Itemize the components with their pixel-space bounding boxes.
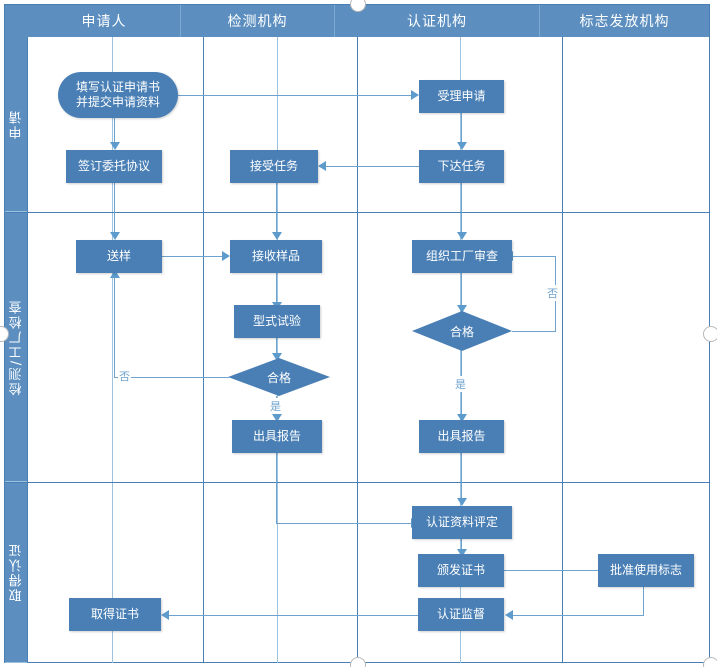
node-issue-certificate[interactable]: 颁发证书 (418, 554, 504, 587)
lane-header-applicant[interactable]: 申请人 (28, 5, 181, 37)
edge-label-factory-pass: 是 (454, 376, 467, 392)
node-factory-audit[interactable]: 组织工厂审查 (412, 240, 512, 273)
connector-n3-n6 (114, 183, 115, 238)
connector-n12-n14-h (276, 523, 411, 524)
connector-n6-n7 (162, 256, 228, 257)
lane-header-mark-issuer-label: 标志发放机构 (579, 14, 670, 30)
lane-header-testing-label: 检测机构 (227, 14, 288, 30)
node-issue-audit-report[interactable]: 出具报告 (419, 420, 504, 453)
node-receive-sample[interactable]: 接收样品 (230, 240, 322, 273)
connector-n1-n3 (114, 118, 115, 145)
arrow-n5-n4 (318, 161, 326, 171)
node-obtain-certificate[interactable]: 取得证书 (69, 598, 161, 631)
node-fill-application[interactable]: 填写认证申请书 并提交申请资料 (58, 72, 178, 118)
resize-handle-middle-right[interactable] (703, 326, 717, 342)
lane-header-applicant-label: 申请人 (81, 14, 127, 30)
edge-label-test-fail: 否 (118, 368, 131, 384)
arrow-n1-n2 (411, 90, 419, 100)
connector-n15-n16 (504, 570, 598, 571)
connector-n1-n2 (178, 95, 411, 96)
arrow-n11-fail (110, 270, 120, 278)
node-issue-test-report[interactable]: 出具报告 (232, 420, 322, 453)
node-factory-qualified-decision[interactable]: 合格 (412, 311, 512, 351)
arrow-n2-n5 (457, 142, 467, 150)
phase-label-apply: 申请 (9, 109, 24, 139)
arrow-n11-n12 (272, 414, 282, 422)
node-assign-task[interactable]: 下达任务 (419, 150, 504, 183)
arrow-n8-n10 (457, 305, 467, 313)
node-factory-qualified-label: 合格 (449, 324, 474, 339)
phase-band-certified[interactable]: 取得认证 (5, 482, 28, 663)
connector-n13-n14 (461, 453, 462, 503)
lane-header-mark-issuer[interactable]: 标志发放机构 (540, 5, 709, 37)
connector-n17-n18 (168, 615, 418, 616)
arrow-n4-n7 (272, 232, 282, 240)
node-sign-agreement[interactable]: 签订委托协议 (66, 150, 162, 183)
node-type-test[interactable]: 型式试验 (234, 305, 320, 338)
connector-n9-n11 (276, 338, 277, 358)
arrow-n10-n13 (457, 414, 467, 422)
node-accept-task[interactable]: 接受任务 (230, 150, 318, 183)
connector-n14-n15 (461, 539, 462, 555)
arrow-n3-n6 (110, 232, 120, 240)
node-fill-application-line1: 填写认证申请书 (75, 80, 160, 94)
phase-label-inspect: 检测/工厂检查 (9, 298, 24, 395)
node-accept-application[interactable]: 受理申请 (419, 80, 504, 113)
edge-label-test-pass: 是 (269, 398, 282, 414)
lane-header-certifying[interactable]: 认证机构 (335, 5, 540, 37)
resize-handle-bottom-center[interactable] (350, 657, 366, 667)
lane-divider-testing-inner (277, 37, 278, 663)
node-fill-application-text: 填写认证申请书 并提交申请资料 (76, 80, 160, 110)
lane-divider-applicant-testing (203, 37, 204, 663)
node-test-qualified-label: 合格 (266, 370, 291, 385)
connector-n16-n17-h (512, 615, 644, 616)
connector-n10-fail-h2 (512, 256, 556, 257)
node-fill-application-line2: 并提交申请资料 (75, 95, 160, 109)
arrow-n9-n11 (272, 353, 282, 361)
resize-handle-bottom-right[interactable] (703, 657, 717, 667)
phase-band-apply[interactable]: 申请 (5, 37, 28, 212)
connector-n5-n4 (325, 166, 419, 167)
lane-divider-left (27, 37, 28, 663)
lane-divider-testing-certifying (357, 37, 358, 663)
connector-n4-n7 (276, 183, 277, 238)
connector-n10-fail-h1 (512, 331, 556, 332)
node-approve-mark-use[interactable]: 批准使用标志 (598, 554, 694, 587)
connector-n11-fail-v (114, 275, 115, 377)
phase-band-inspect[interactable]: 检测/工厂检查 (5, 212, 28, 482)
connector-n8-n10 (461, 273, 462, 310)
edge-label-factory-fail: 否 (546, 285, 559, 301)
arrow-n16-n17 (505, 610, 513, 620)
arrow-n13-n14 (457, 498, 467, 506)
lane-header-testing[interactable]: 检测机构 (181, 5, 335, 37)
arrow-n5-n8 (457, 232, 467, 240)
arrow-n14-n15 (457, 549, 467, 557)
connector-n11-fail-h (114, 377, 229, 378)
connector-n7-n9 (276, 273, 277, 305)
lane-divider-applicant-inner (112, 37, 113, 663)
connector-n16-n17-v (643, 587, 644, 615)
connector-n2-n5 (461, 113, 462, 145)
lane-header-certifying-label: 认证机构 (407, 14, 467, 30)
node-certification-supervision[interactable]: 认证监督 (418, 598, 504, 631)
arrow-n1-n3 (110, 142, 120, 150)
lane-divider-certifying-mark (562, 37, 563, 663)
connector-n5-n8 (461, 183, 462, 238)
connector-n12-n14-v (276, 453, 277, 523)
arrow-n6-n7 (222, 251, 230, 261)
node-certification-review[interactable]: 认证资料评定 (412, 506, 512, 539)
resize-handle-top-center[interactable] (350, 0, 366, 12)
phase-divider-apply-inspect (5, 212, 709, 213)
phase-label-certified: 取得认证 (9, 542, 24, 602)
phase-divider-inspect-certified (5, 482, 709, 483)
arrow-n17-n18 (161, 610, 169, 620)
node-send-sample[interactable]: 送样 (76, 240, 162, 273)
node-test-qualified-decision[interactable]: 合格 (228, 358, 330, 396)
